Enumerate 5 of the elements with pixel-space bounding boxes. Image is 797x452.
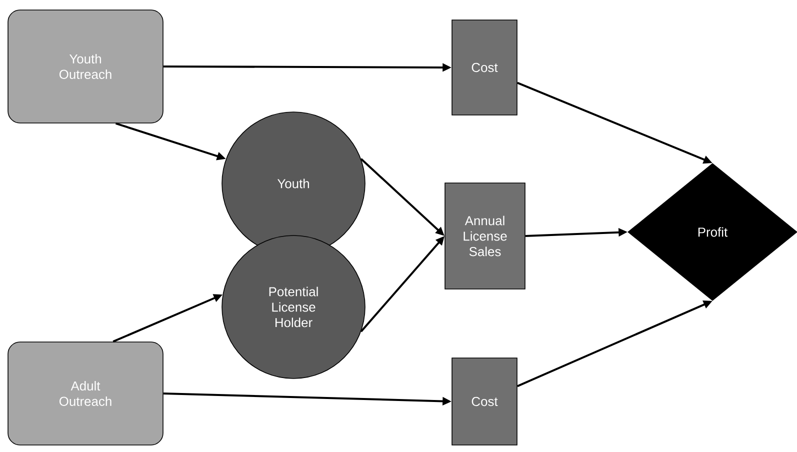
process-box: Youth Outreach <box>8 10 164 124</box>
process-box: Adult Outreach <box>8 342 164 446</box>
process-box: Cost <box>452 20 518 116</box>
process-box: Annual License Sales <box>444 182 526 290</box>
process-box: Cost <box>452 358 518 446</box>
